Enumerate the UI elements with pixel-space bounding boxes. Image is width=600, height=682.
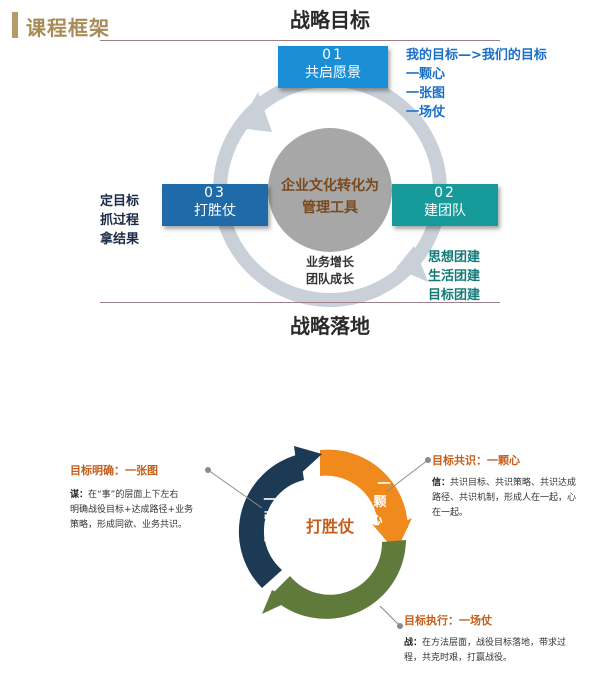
callout-left-line: 在“事”的层面上下左右 xyxy=(88,490,179,500)
callout-bottom-lead: 战： xyxy=(404,638,423,648)
list-02-item: 目标团建 xyxy=(428,288,481,303)
callout-left-line: 明确战役目标+达成路径+业务 xyxy=(70,505,194,515)
center-label-line2: 管理工具 xyxy=(302,200,358,216)
list-01-item: 一颗心 xyxy=(406,67,446,82)
callout-right-title: 目标共识：一颗心 xyxy=(432,454,520,467)
callout-right-lead: 信： xyxy=(432,478,451,488)
connector-left xyxy=(207,469,263,509)
header-accent-bar xyxy=(12,12,18,38)
callout-left-body: 谋：在“事”的层面上下左右 明确战役目标+达成路径+业务 策略，形成同欲、业务共… xyxy=(70,488,220,533)
list-03-item: 拿结果 xyxy=(100,232,140,247)
list-03-item: 定目标 xyxy=(100,194,140,209)
segment-navy xyxy=(238,454,304,588)
list-01-item: 一张图 xyxy=(406,86,446,101)
inner-text-line1: 业务增长 xyxy=(305,255,354,269)
list-01-item: 我的目标—>我们的目标 xyxy=(406,48,547,63)
segment-orange xyxy=(320,449,408,528)
ring-arrow-top-left xyxy=(238,92,272,132)
center-label: 企业文化转化为 管理工具 xyxy=(268,175,392,219)
segment-navy-arrow xyxy=(294,446,322,476)
box-01: 01 共启愿景 xyxy=(278,46,388,88)
callout-right-line: 路径、共识机制，形成人在一起，心 xyxy=(432,493,577,503)
center-label-line1: 企业文化转化为 xyxy=(281,178,379,194)
connector-left-dot xyxy=(205,467,211,473)
seg-navy-text-3: 图 xyxy=(263,529,276,544)
callout-left-title: 目标明确：一张图 xyxy=(70,464,158,477)
bottom-title: 战略落地 xyxy=(290,314,370,338)
callout-bottom-line: 在方法层面，战役目标落地，带求过 xyxy=(422,638,567,648)
seg-green-text: 一场仗 xyxy=(320,572,360,588)
callout-left-lead: 谋： xyxy=(70,490,89,500)
callout-right-line: 在一起。 xyxy=(432,508,469,518)
callout-right-body: 信：共识目标、共识策略、共识达成 路径、共识机制，形成人在一起，心 在一起。 xyxy=(432,476,598,521)
box-02-label: 建团队 xyxy=(424,203,466,219)
battle-center-label: 打胜仗 xyxy=(306,517,355,536)
callout-bottom-title: 目标执行：一场仗 xyxy=(404,614,492,627)
connector-bottom xyxy=(379,605,401,627)
callout-bottom-body: 战：在方法层面，战役目标落地，带求过 程，共克时艰，打赢战役。 xyxy=(404,636,596,666)
battle-cycle-diagram: 一 颗 心 一 张 图 一场仗 打胜仗 xyxy=(205,446,431,629)
segment-green-arrow xyxy=(262,590,292,614)
list-03: 定目标 抓过程 拿结果 xyxy=(100,192,139,249)
box-02-number: 02 xyxy=(434,185,456,201)
segment-green xyxy=(270,540,406,619)
box-02: 02 建团队 xyxy=(392,184,498,226)
box-03-label: 打胜仗 xyxy=(194,203,236,219)
connector-right-dot xyxy=(425,457,431,463)
box-01-number: 01 xyxy=(322,47,344,63)
callout-left-line: 策略，形成同欲、业务共识。 xyxy=(70,520,188,530)
seg-navy-text-1: 一 xyxy=(263,493,276,508)
connector-bottom-dot xyxy=(397,623,403,629)
connector-right xyxy=(385,459,429,493)
callout-right-line: 共识目标、共识策略、共识达成 xyxy=(450,478,577,488)
list-01-item: 一场仗 xyxy=(406,105,446,120)
list-03-item: 抓过程 xyxy=(100,213,140,228)
inner-text-line2: 团队成长 xyxy=(305,272,354,286)
list-02: 思想团建 生活团建 目标团建 xyxy=(428,248,480,305)
box-03-number: 03 xyxy=(204,185,226,201)
callout-bottom-line: 程，共克时艰，打赢战役。 xyxy=(404,653,513,663)
center-circle xyxy=(268,128,392,252)
seg-orange-text-2: 颗 xyxy=(373,495,386,510)
bottom-divider xyxy=(100,302,500,303)
callout-left: 目标明确：一张图 谋：在“事”的层面上下左右 明确战役目标+达成路径+业务 策略… xyxy=(70,462,220,533)
list-02-item: 思想团建 xyxy=(428,250,481,265)
page-title: 课程框架 xyxy=(26,16,110,40)
list-02-item: 生活团建 xyxy=(428,269,481,284)
seg-navy-text-2: 张 xyxy=(263,511,277,526)
callout-right: 目标共识：一颗心 信：共识目标、共识策略、共识达成 路径、共识机制，形成人在一起… xyxy=(432,452,598,521)
top-divider xyxy=(100,40,500,41)
box-01-label: 共启愿景 xyxy=(305,65,361,81)
inner-text: 业务增长 团队成长 xyxy=(288,254,372,288)
seg-orange-text-3: 心 xyxy=(369,513,382,528)
list-01: 我的目标—>我们的目标 一颗心 一张图 一场仗 xyxy=(406,46,547,122)
box-03: 03 打胜仗 xyxy=(162,184,268,226)
callout-bottom: 目标执行：一场仗 战：在方法层面，战役目标落地，带求过 程，共克时艰，打赢战役。 xyxy=(404,612,596,666)
ring-arrow-bottom-right xyxy=(396,246,428,282)
seg-orange-text-1: 一 xyxy=(377,477,390,492)
segment-orange-arrow xyxy=(372,518,412,552)
top-title: 战略目标 xyxy=(290,8,370,32)
